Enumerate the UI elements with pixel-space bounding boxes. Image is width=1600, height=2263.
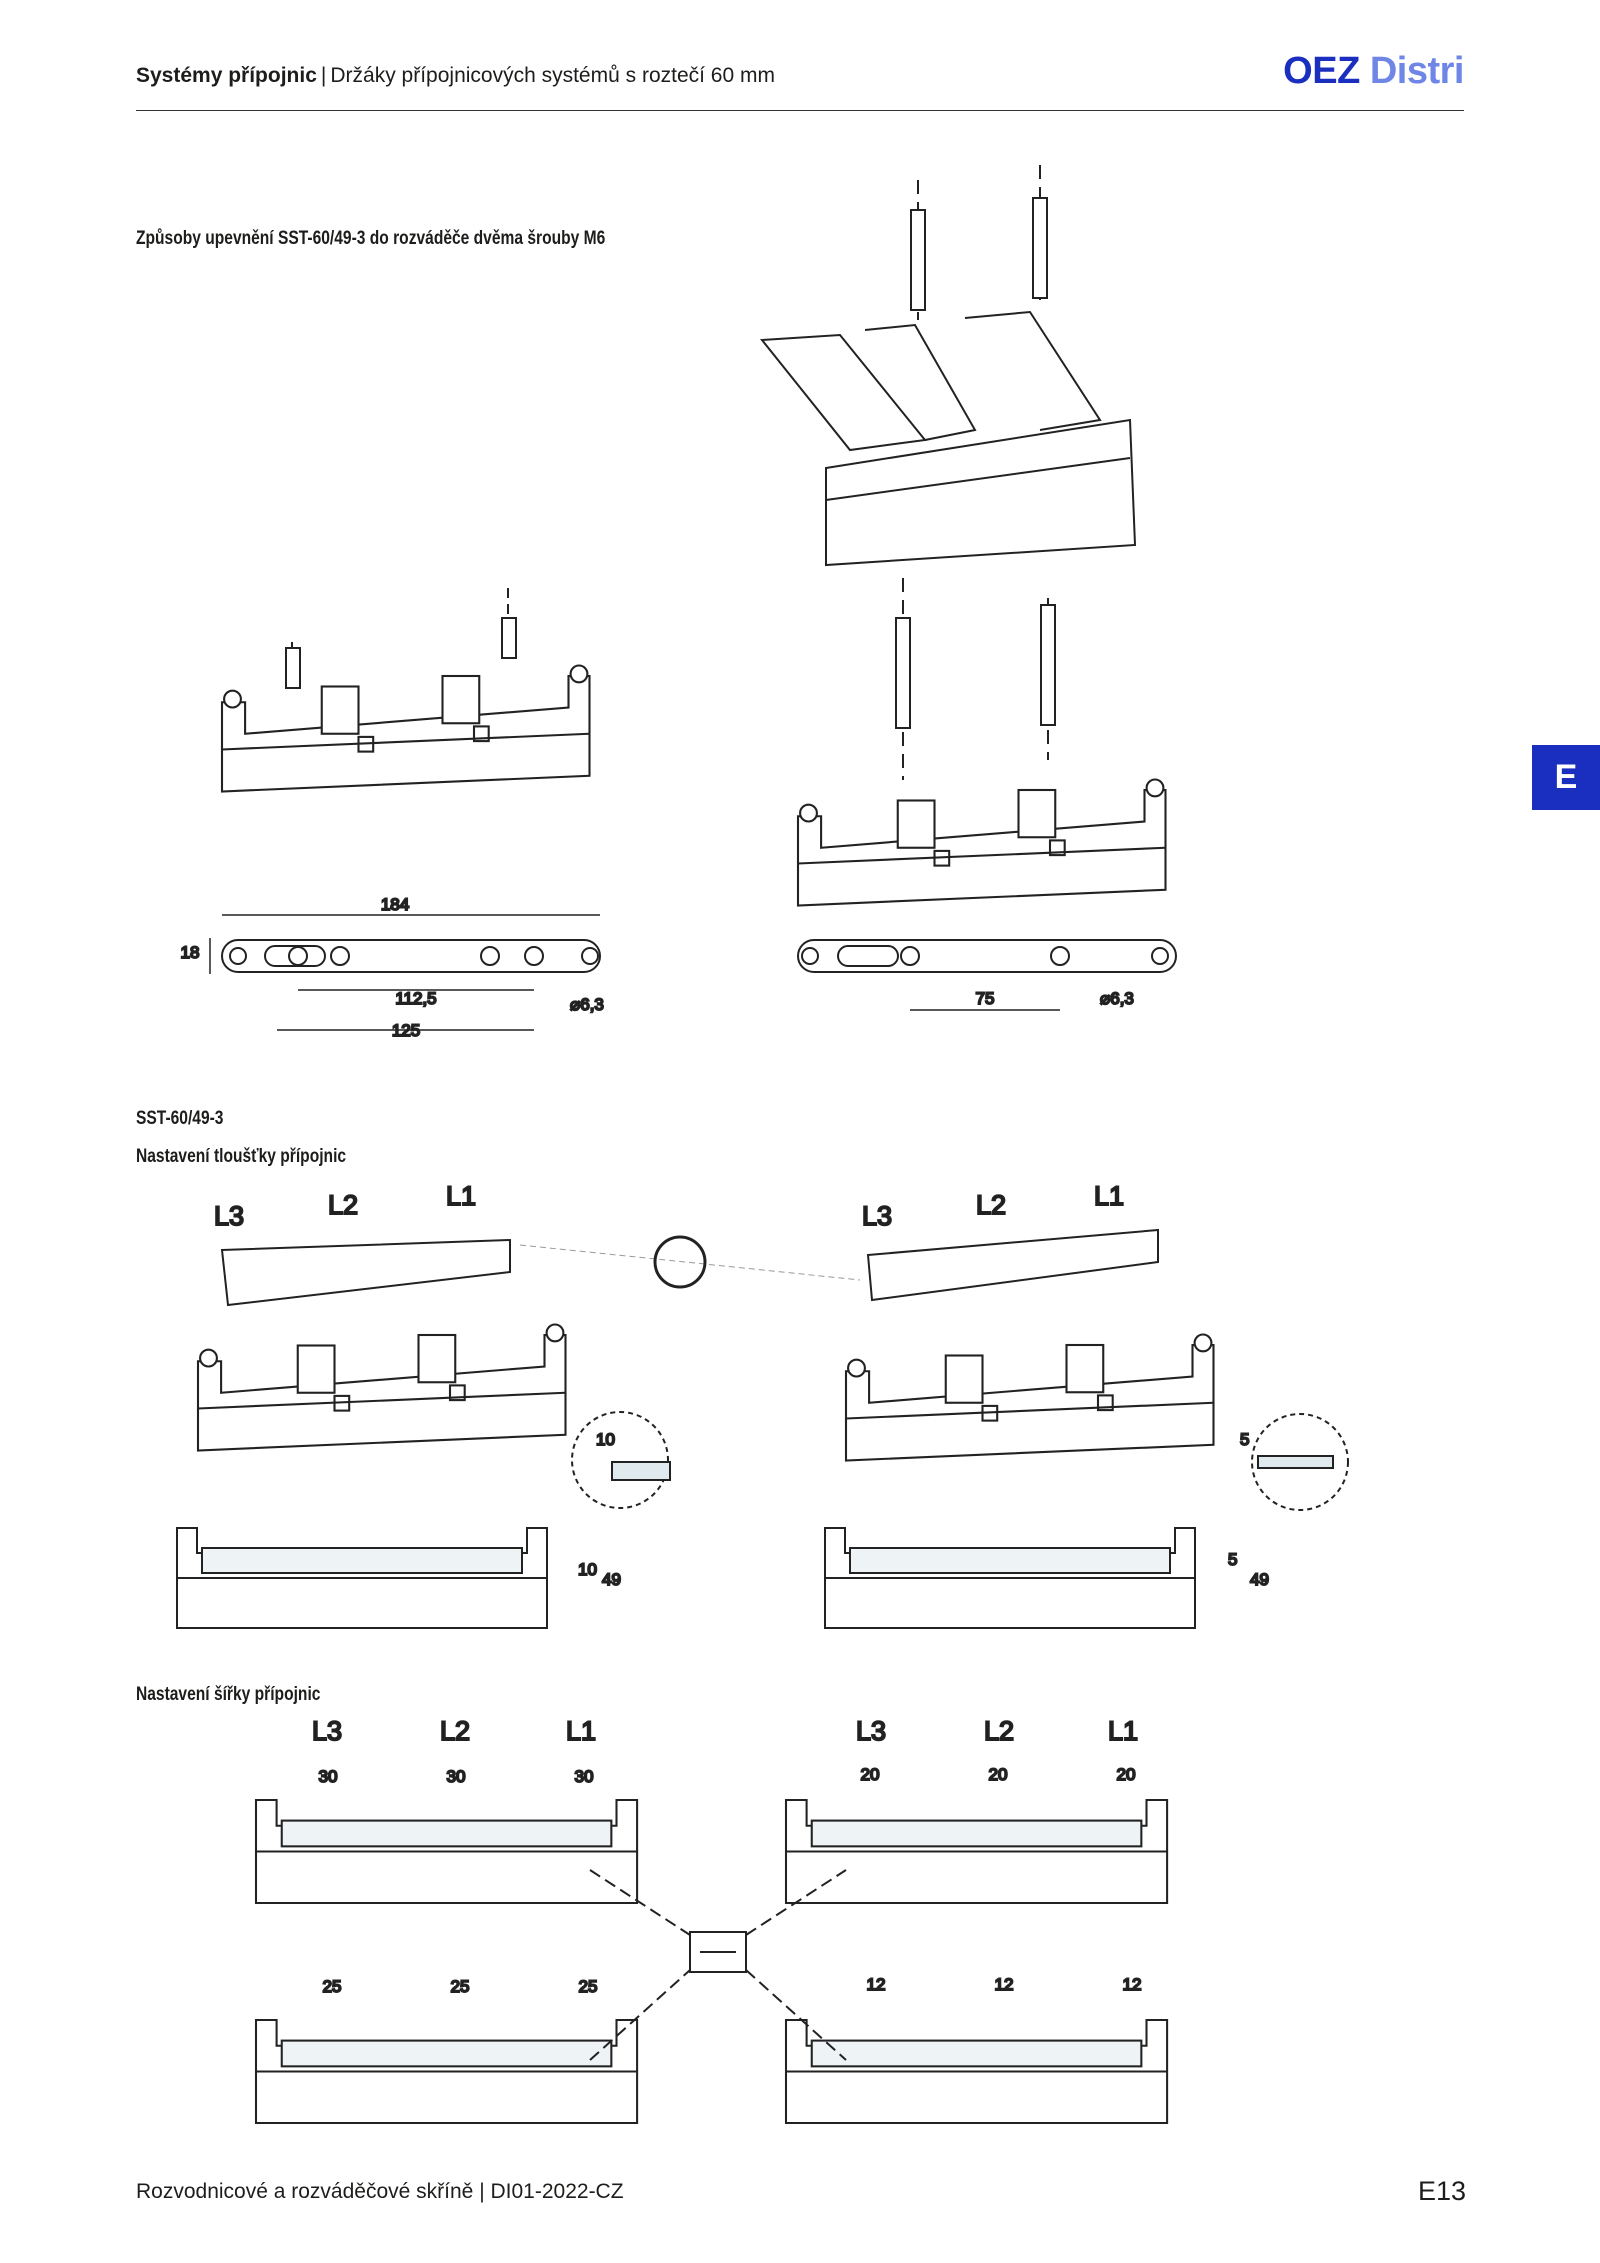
product-heading: SST-60/49-3	[136, 1108, 224, 1129]
footer-title: Rozvodnicové a rozváděčové skříně | DI01…	[136, 2180, 624, 2204]
oez-distri-logo: OEZ Distri	[1283, 50, 1464, 93]
thickness-left-callout: 10	[596, 1430, 615, 1449]
section-tab-e[interactable]: E	[1532, 745, 1600, 810]
thickness-right-49: 49	[1250, 1570, 1269, 1589]
thickness-right-l2: L2	[976, 1190, 1006, 1220]
dim-75: 75	[976, 989, 995, 1008]
mounting-right-iso	[760, 165, 1167, 907]
dim-18: 18	[181, 943, 200, 962]
thickness-left-iso	[196, 1235, 861, 1452]
width-bl-2: 25	[451, 1977, 470, 1996]
dim-hole-left: ⌀6,3	[570, 995, 604, 1014]
header-subtitle: Držáky přípojnicových systémů s roztečí …	[330, 64, 775, 87]
dim-hole-right: ⌀6,3	[1100, 989, 1134, 1008]
thickness-right-l3: L3	[862, 1201, 892, 1231]
thickness-right-side	[824, 1413, 1349, 1629]
width-tl-2: 30	[447, 1767, 466, 1786]
width-diagrams	[254, 1798, 1169, 2125]
width-tr-2: 20	[989, 1765, 1008, 1784]
footer-doc-title: Rozvodnicové a rozváděčové skříně	[136, 2180, 474, 2203]
dim-184: 184	[381, 895, 409, 914]
footer-separator: |	[479, 2180, 485, 2203]
mounting-right-dim	[797, 939, 1177, 1011]
width-left-l1: L1	[566, 1716, 596, 1746]
width-right-l1: L1	[1108, 1716, 1138, 1746]
dim-125: 125	[392, 1021, 420, 1040]
width-left-l2: L2	[440, 1716, 470, 1746]
page-header: Systémy přípojnic|Držáky přípojnicových …	[136, 50, 1465, 111]
thickness-right-iso	[844, 1228, 1215, 1462]
width-left-l3: L3	[312, 1716, 342, 1746]
logo-distri: Distri	[1369, 50, 1465, 92]
width-br-2: 12	[995, 1975, 1014, 1994]
width-right-l2: L2	[984, 1716, 1014, 1746]
mounting-heading: Způsoby upevnění SST-60/49-3 do rozváděč…	[136, 228, 606, 249]
footer-doc-code: DI01-2022-CZ	[490, 2180, 624, 2203]
width-heading: Nastavení šířky přípojnic	[136, 1684, 321, 1705]
width-br-1: 12	[867, 1975, 886, 1994]
thickness-right-5: 5	[1228, 1550, 1237, 1569]
width-tr-3: 20	[1117, 1765, 1136, 1784]
header-separator: |	[320, 64, 327, 87]
width-bl-1: 25	[323, 1977, 342, 1996]
width-bl-3: 25	[579, 1977, 598, 1996]
thickness-left-10: 10	[578, 1560, 597, 1579]
width-tl-1: 30	[319, 1767, 338, 1786]
thickness-right-callout: 5	[1240, 1430, 1249, 1449]
header-title: Systémy přípojnic|Držáky přípojnicových …	[136, 64, 775, 88]
thickness-left-l3: L3	[214, 1201, 244, 1231]
logo-oez: OEZ	[1283, 50, 1360, 92]
width-br-3: 12	[1123, 1975, 1142, 1994]
thickness-left-l2: L2	[328, 1190, 358, 1220]
width-right-l3: L3	[856, 1716, 886, 1746]
mounting-left-iso	[220, 588, 591, 793]
mounting-left-dim	[209, 914, 601, 1031]
page-number: E13	[1418, 2176, 1467, 2206]
width-tl-3: 30	[575, 1767, 594, 1786]
thickness-right-l1: L1	[1094, 1181, 1124, 1211]
width-tr-1: 20	[861, 1765, 880, 1784]
thickness-left-49: 49	[602, 1570, 621, 1589]
thickness-heading: Nastavení tloušťky přípojnic	[136, 1146, 347, 1167]
header-category: Systémy přípojnic	[136, 64, 317, 87]
thickness-left-l1: L1	[446, 1181, 476, 1211]
dim-112-5: 112,5	[395, 989, 436, 1008]
thickness-left-side	[176, 1411, 671, 1629]
